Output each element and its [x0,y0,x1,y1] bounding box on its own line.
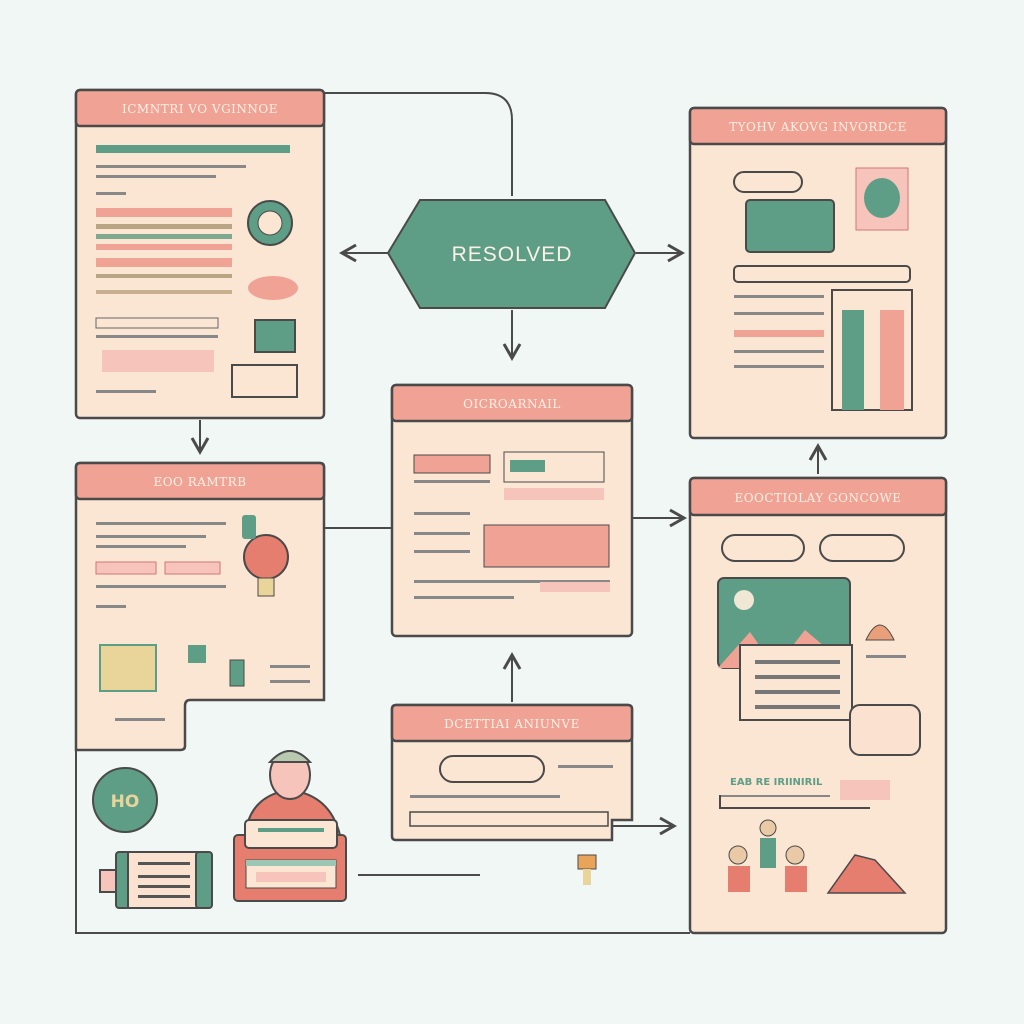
pill-input[interactable] [439,755,545,783]
mountain-icon [826,854,907,894]
bell-icon [865,624,895,641]
badge-text: HO [111,792,140,812]
connectors [75,92,828,934]
worker-at-desk-illustration [233,750,347,902]
panel-e[interactable]: DCETTIAI ANIUNVE [390,703,634,842]
panel-b[interactable]: TYOHV AKOVG INVORDCE [688,106,948,440]
outer-frame [75,750,690,934]
plug-icon [188,645,206,663]
panel-d-lines [95,522,310,721]
pill-button-2[interactable] [819,534,905,562]
pill-field [733,171,803,193]
trophy-icon [577,854,597,885]
panel-f[interactable]: EOOCTIOLAY GONCOWE EAB RE IRIINIRIL [688,476,948,935]
panel-a-content-lines [95,145,290,393]
panel-a-title: ICMNTRI VO VGINNOE [122,102,278,116]
pill-button-1[interactable] [721,534,805,562]
scroll-document-icon [99,851,213,909]
panel-a[interactable]: ICMNTRI VO VGINNOE [74,88,326,420]
panel-c-lines [413,451,610,599]
panel-c[interactable]: OICROARNAIL [390,383,634,638]
stack-icon [231,364,298,398]
people-icons [728,819,807,892]
card-icon [745,199,835,253]
panel-e-title: DCETTIAI ANIUNVE [444,717,580,731]
panel-f-title: EOOCTIOLAY GONCOWE [734,491,901,505]
capsule-icon [248,276,298,300]
panel-d-title: EOO RAMTRB [153,475,246,489]
thumbs-up-icon [849,704,921,756]
panel-d[interactable]: EOO RAMTRB [74,461,326,752]
resolved-label: RESOLVED [452,243,573,266]
resolved-node[interactable]: RESOLVED [386,199,637,309]
device-icon [254,319,296,353]
panel-c-title: OICROARNAIL [463,397,561,411]
badge: HO [92,767,158,833]
panel-b-lines [734,295,824,368]
connector-a-to-resolved [324,92,513,196]
lightbulb-icon [243,534,289,580]
panel-b-title: TYOHV AKOVG INVORDCE [729,120,907,134]
panel-f-caption: EAB RE IRIINIRIL [730,777,823,788]
